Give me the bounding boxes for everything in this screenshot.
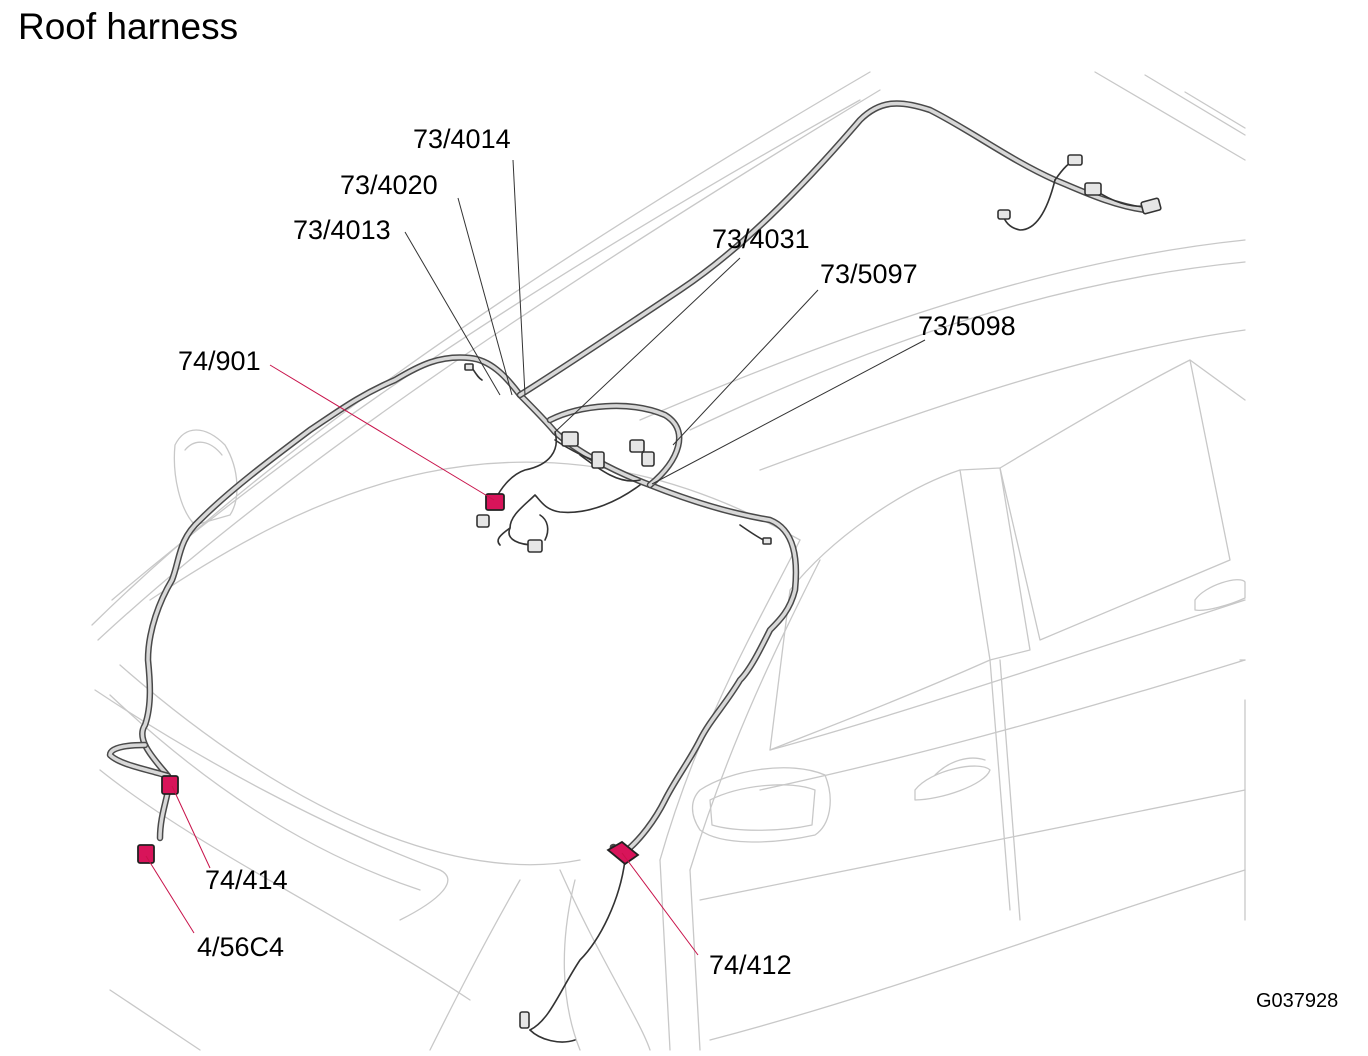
callout-74-901: 74/901	[178, 346, 261, 376]
car-body-outline	[91, 71, 1246, 1051]
callout-73-4031: 73/4031	[712, 224, 810, 254]
leader-lines	[145, 159, 926, 956]
connector-74-414	[161, 775, 179, 795]
connector-74-412	[606, 840, 640, 866]
callout-73-5098: 73/5098	[918, 311, 1016, 341]
harness-connectors-grey	[464, 154, 1162, 1029]
callout-73-4020: 73/4020	[340, 170, 438, 200]
page-title: Roof harness	[18, 6, 239, 47]
document-id: G037928	[1256, 990, 1339, 1012]
callout-74-412: 74/412	[709, 950, 792, 980]
callout-4-56C4: 4/56C4	[197, 932, 285, 962]
harness-thin-branches	[469, 157, 1156, 1043]
callout-73-5097: 73/5097	[820, 259, 918, 289]
callout-74-414: 74/414	[205, 865, 288, 895]
callout-73-4014: 73/4014	[413, 124, 511, 154]
connector-4-56C4	[137, 844, 155, 864]
harness-connectors-highlighted	[137, 493, 640, 866]
callout-73-4013: 73/4013	[293, 215, 391, 245]
